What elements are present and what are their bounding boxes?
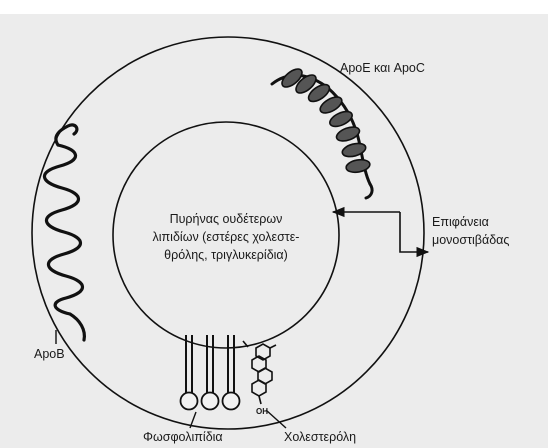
- phospholipid-head: [202, 393, 219, 410]
- apoe-apoc-helix-turns: [279, 66, 371, 174]
- surface-label-line1: Επιφάνεια: [432, 215, 489, 229]
- apoe-apoc-helix-tail: [366, 184, 372, 198]
- core-label-line2: λιπιδίων (εστέρες χολεστε-: [153, 230, 300, 244]
- core-label-line3: θρόλης, τριγλυκερίδια): [164, 248, 288, 262]
- apoe-apoc-label: ApoE και ApoC: [340, 61, 425, 75]
- apob-tip: [70, 314, 84, 340]
- phospholipids-label: Φωσφολιπίδια: [143, 430, 223, 444]
- surface-label-line2: μονοστιβάδας: [432, 233, 509, 247]
- oh-label: OH: [256, 407, 268, 416]
- cholesterol-label: Χολεστερόλη: [284, 430, 356, 444]
- phospholipid-head: [181, 393, 198, 410]
- cholesterol-molecule: [243, 341, 276, 404]
- core-label-line1: Πυρήνας ουδέτερων: [170, 212, 283, 226]
- phospholipid-head: [223, 393, 240, 410]
- apob-label: ApoB: [34, 347, 65, 361]
- top-band: [0, 0, 548, 14]
- apob-protein: [44, 145, 82, 314]
